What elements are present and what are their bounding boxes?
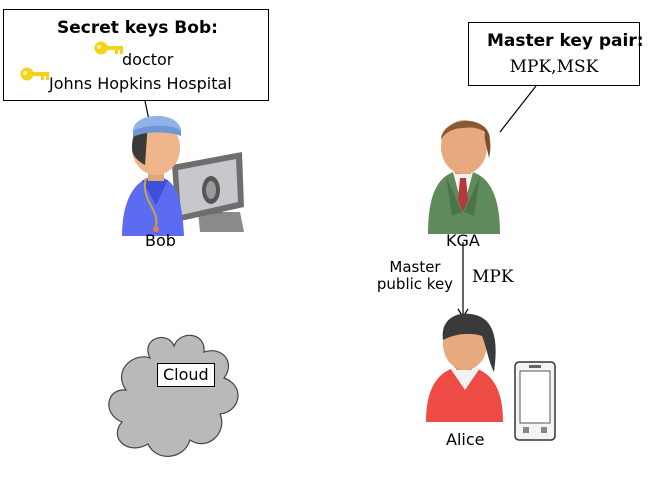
- kga-key-pair: MPK,MSK: [469, 57, 639, 77]
- bob-keys-title: Secret keys Bob:: [57, 18, 218, 38]
- kga-keys-title: Master key pair:: [487, 31, 644, 51]
- alice-label: Alice: [446, 430, 484, 449]
- key-icon: [19, 66, 51, 82]
- arrow-label-line1: Master: [369, 259, 461, 276]
- secret-key-hospital: Johns Hopkins Hospital: [49, 74, 232, 93]
- arrow-text-label: Master public key: [369, 259, 461, 293]
- cloud-label: Cloud: [157, 363, 215, 387]
- kga-label: KGA: [446, 231, 480, 250]
- bob-secret-keys-box: Secret keys Bob: doctor Johns Hopkins Ho…: [3, 9, 269, 101]
- arrow-math-label: MPK: [472, 267, 514, 287]
- arrow-label-line2: public key: [369, 276, 461, 293]
- kga-master-key-box: Master key pair: MPK,MSK: [468, 22, 640, 86]
- secret-key-doctor: doctor: [122, 50, 173, 69]
- key-icon: [93, 40, 125, 56]
- bob-label: Bob: [145, 231, 176, 250]
